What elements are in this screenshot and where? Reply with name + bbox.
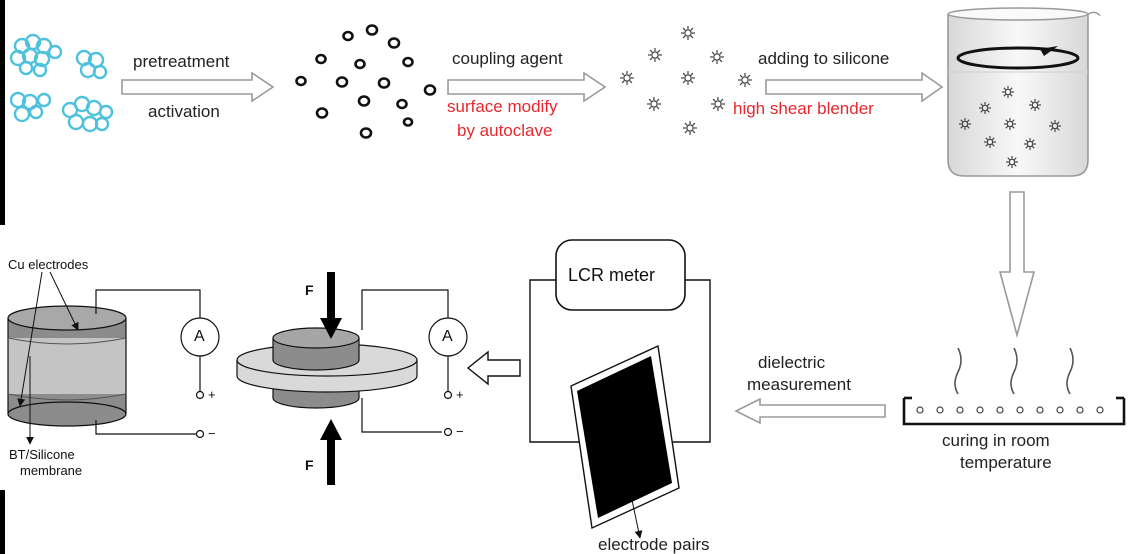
lcr-circuit (529, 239, 711, 443)
step1-label-below: activation (148, 102, 220, 121)
hollow-arrow-left (466, 350, 521, 386)
force-label-top: F (305, 282, 314, 298)
beaker-icon (947, 7, 1101, 177)
membrane-label-1: BT/Silicone (9, 447, 75, 462)
star-particle (683, 121, 697, 135)
left-margin-strip (0, 0, 5, 225)
measurement-arrow (734, 397, 886, 425)
electrode-plate-icon (570, 344, 680, 539)
step2-label-red-2: by autoclave (457, 121, 553, 140)
lcr-meter-box (555, 239, 686, 311)
star-particle (620, 71, 634, 85)
ammeter-icon: A (442, 328, 453, 345)
ammeter-icon: A (194, 328, 205, 345)
cu-electrodes-label: Cu electrodes (8, 257, 89, 272)
left-margin-strip-bottom (0, 490, 5, 554)
flow-arrow-3 (765, 71, 944, 103)
star-particle (681, 71, 695, 85)
curing-tray-icon (902, 396, 1126, 426)
flow-arrow-1 (121, 71, 275, 103)
minus-terminal-label: − (456, 424, 464, 439)
star-particle (979, 102, 991, 114)
star-particle (738, 73, 752, 87)
star-particle (1004, 118, 1016, 130)
step2-label-above: coupling agent (452, 49, 563, 68)
star-particle (681, 26, 695, 40)
step1-label-above: pretreatment (133, 52, 230, 71)
star-particle (1002, 86, 1014, 98)
sample-circuit (95, 289, 220, 439)
force-label-bottom: F (305, 457, 314, 473)
flow-arrow-2 (447, 71, 607, 103)
star-particle (984, 136, 996, 148)
membrane-label-2: membrane (20, 463, 83, 478)
star-particle (1024, 138, 1036, 150)
star-particle (711, 97, 725, 111)
minus-terminal-label: − (208, 426, 216, 441)
curing-label-2: temperature (960, 453, 1052, 472)
flow-arrow-down (998, 191, 1036, 339)
label-pointers (17, 271, 79, 445)
star-particle-icon (959, 86, 1061, 168)
pressed-sample (236, 327, 418, 409)
star-particle (648, 48, 662, 62)
curing-label-1: curing in room (942, 431, 1050, 450)
star-particle (959, 118, 971, 130)
force-arrow-icon (320, 272, 342, 485)
star-particle (1006, 156, 1018, 168)
blue-particle-cluster-icon (9, 33, 114, 133)
lcr-meter-label: LCR meter (568, 265, 656, 285)
star-particle (647, 97, 661, 111)
ring-particle-icon (295, 24, 437, 139)
star-particle (710, 50, 724, 64)
star-particle-icon (620, 26, 752, 135)
star-particle (1029, 99, 1041, 111)
plus-terminal-label: + (208, 387, 216, 402)
electrode-pairs-label: electrode pairs (598, 535, 710, 554)
star-particle (1049, 120, 1061, 132)
circular-arrow-icon (956, 46, 1080, 70)
measurement-label-2: measurement (747, 375, 851, 394)
press-circuit (361, 289, 468, 437)
sample-cylinder (7, 305, 127, 427)
plus-terminal-label: + (456, 387, 464, 402)
step3-label-red: high shear blender (733, 99, 874, 118)
measurement-label-1: dielectric (758, 353, 826, 372)
wavy-vapor-icon (954, 347, 1074, 395)
step2-label-red-1: surface modify (447, 97, 558, 116)
step3-label-above: adding to silicone (758, 49, 890, 68)
